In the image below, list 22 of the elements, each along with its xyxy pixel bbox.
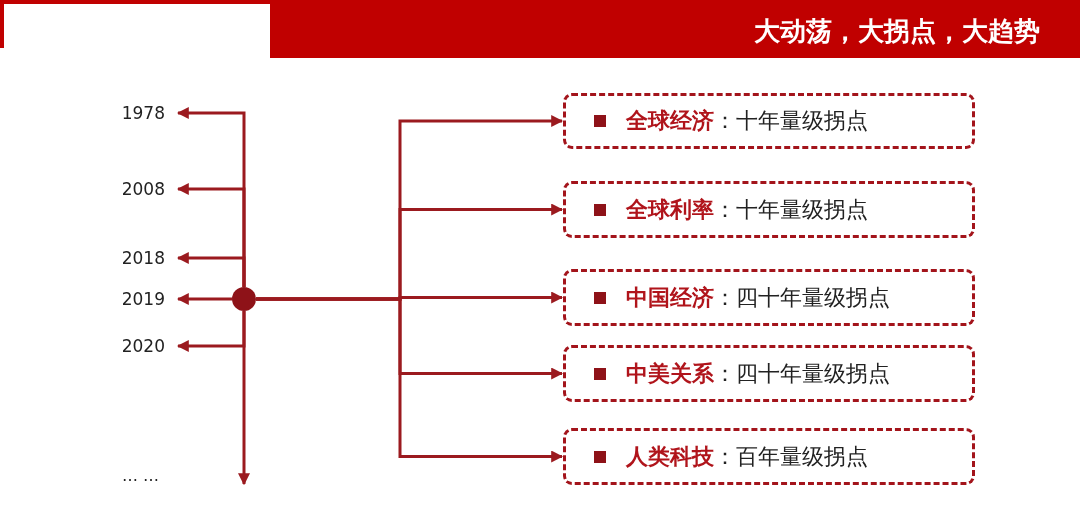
dashed-box bbox=[563, 181, 975, 238]
year-label: 2018 bbox=[105, 248, 165, 268]
junction-dot bbox=[232, 287, 256, 311]
arrow bbox=[176, 293, 232, 305]
dashed-box bbox=[563, 345, 975, 402]
dashed-box bbox=[563, 93, 975, 149]
year-label: 2008 bbox=[105, 179, 165, 199]
title: 大动荡，大拐点，大趋势 bbox=[754, 16, 1040, 46]
year-label: 1978 bbox=[105, 103, 165, 123]
arrow bbox=[256, 297, 564, 463]
box-text: 全球经济：十年量级拐点 bbox=[626, 107, 868, 135]
arrow bbox=[176, 252, 246, 287]
ellipsis-label: … … bbox=[122, 466, 160, 485]
year-label: 2019 bbox=[105, 289, 165, 309]
box-text: 中国经济：四十年量级拐点 bbox=[626, 283, 890, 312]
dashed-box bbox=[563, 428, 975, 485]
box-text: 全球利率：十年量级拐点 bbox=[626, 195, 868, 224]
dashed-box bbox=[563, 269, 975, 326]
arrow bbox=[238, 311, 250, 486]
box-text: 中美关系：四十年量级拐点 bbox=[626, 359, 890, 388]
year-label: 2020 bbox=[105, 336, 165, 356]
box-text: 人类科技：百年量级拐点 bbox=[626, 442, 868, 471]
